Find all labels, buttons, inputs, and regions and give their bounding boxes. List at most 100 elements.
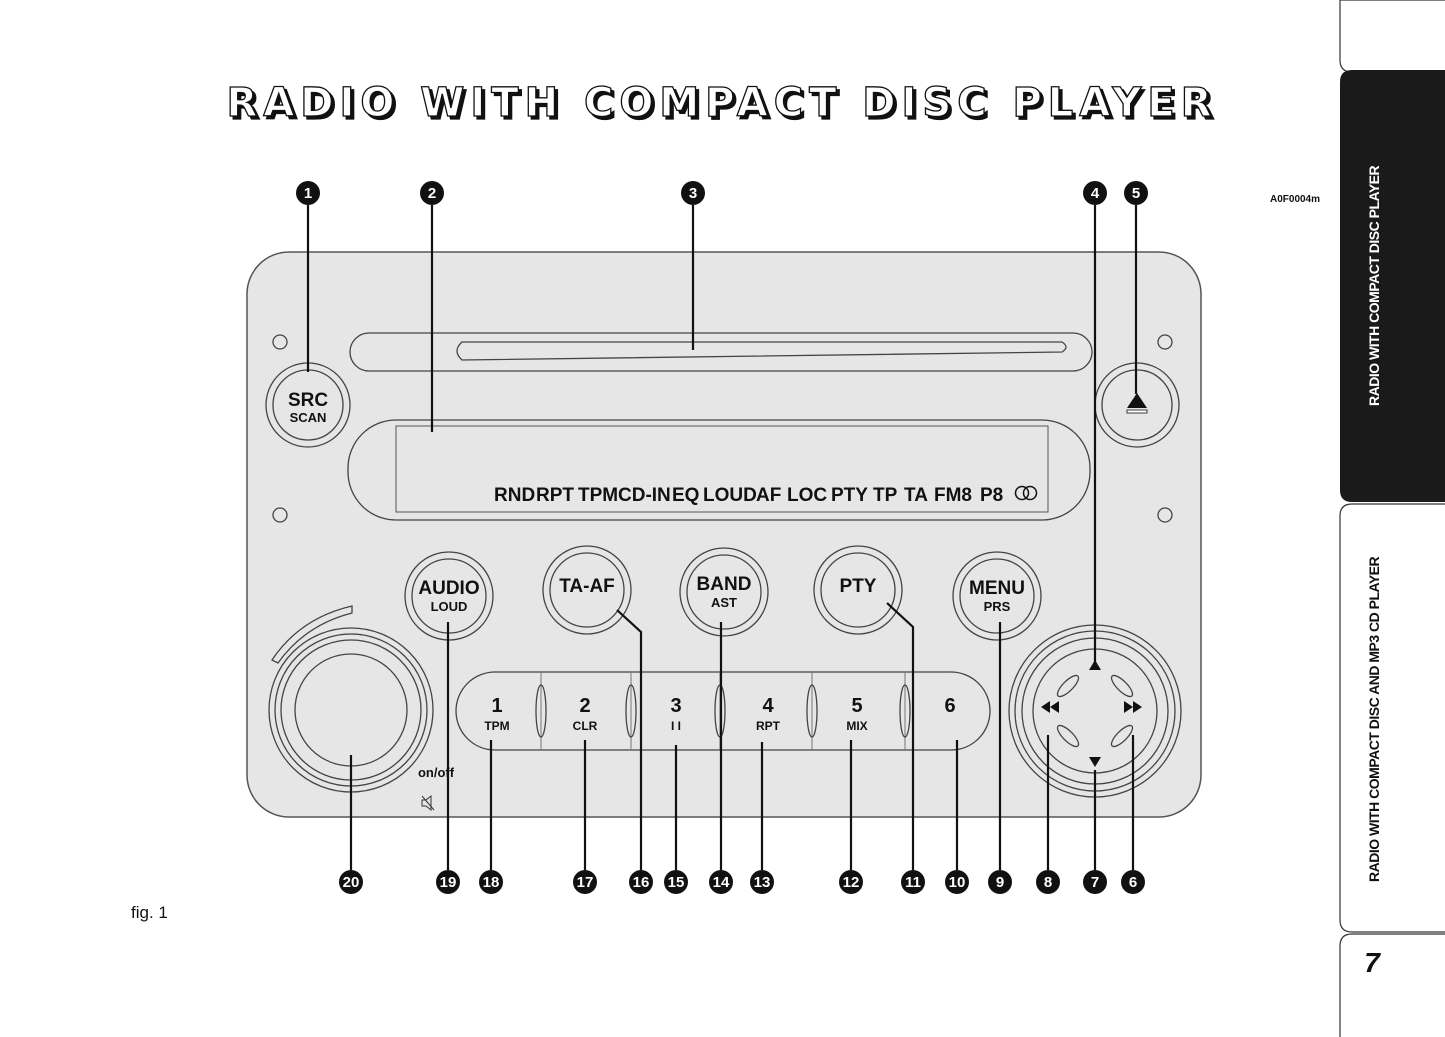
display-indicator: EQ (672, 485, 699, 506)
callout-number: 5 (1132, 185, 1140, 202)
preset-sublabel: CLR (573, 719, 598, 733)
button-label: TA-AF (559, 576, 615, 597)
display-indicator: CD-IN (618, 485, 671, 506)
button-sublabel: LOUD (431, 599, 468, 614)
page-title: RADIO WITH COMPACT DISC PLAYER (227, 80, 1218, 126)
preset-button-3[interactable]: 3 I I (670, 695, 681, 733)
display-indicator: P8 (980, 485, 1003, 506)
preset-groove (899, 684, 911, 738)
preset-button-6[interactable]: 6 (944, 695, 955, 717)
callout-number: 8 (1044, 874, 1052, 891)
figure-caption: fig. 1 (131, 903, 168, 922)
callout-2: 2 (420, 181, 444, 205)
preset-number: 5 (851, 695, 862, 717)
button-sublabel: AST (711, 595, 737, 610)
preset-number: 4 (762, 695, 774, 717)
display-indicator: PTY (831, 485, 868, 506)
callout-19: 19 (436, 870, 460, 894)
display-indicator: RND (494, 485, 535, 506)
preset-number: 6 (944, 695, 955, 717)
callout-18: 18 (479, 870, 503, 894)
display-indicator: LOUD (703, 485, 757, 506)
preset-number: 2 (579, 695, 590, 717)
callout-number: 19 (440, 874, 457, 891)
preset-groove (625, 684, 637, 738)
button-label: PTY (840, 576, 877, 597)
scan-label: SCAN (290, 410, 327, 425)
callout-number: 20 (343, 874, 360, 891)
button-label: MENU (969, 578, 1025, 599)
callout-number: 9 (996, 874, 1004, 891)
callout-8: 8 (1036, 870, 1060, 894)
callout-17: 17 (573, 870, 597, 894)
callout-number: 1 (304, 185, 312, 202)
callout-3: 3 (681, 181, 705, 205)
faceplate (246, 251, 1202, 818)
eject-icon (1127, 393, 1147, 408)
side-tab-active[interactable] (1340, 70, 1445, 502)
display-indicator: AF (756, 485, 781, 506)
page-number: 7 (1364, 947, 1381, 978)
ta-af-button[interactable]: TA-AF (542, 545, 632, 635)
pty-button[interactable]: PTY (813, 545, 903, 635)
display-indicator: TP (873, 485, 898, 506)
preset-sublabel: I I (671, 719, 681, 733)
nav-groove (1110, 674, 1134, 698)
preset-number: 3 (670, 695, 681, 717)
display-indicator: LOC (787, 485, 827, 506)
arrow-down-icon[interactable] (1089, 757, 1101, 767)
cd-slot-bezel (349, 332, 1093, 372)
callout-20: 20 (339, 870, 363, 894)
callout-number: 17 (577, 874, 594, 891)
preset-bar (455, 671, 991, 751)
rewind-icon[interactable] (1041, 701, 1059, 713)
callout-number: 12 (843, 874, 860, 891)
screw-hole (1157, 334, 1173, 350)
side-tabs: RADIO WITH COMPACT DISC PLAYER RADIO WIT… (1339, 0, 1445, 1037)
callout-13: 13 (750, 870, 774, 894)
callout-number: 6 (1129, 874, 1137, 891)
side-tab-mp3[interactable] (1339, 503, 1445, 933)
callout-number: 18 (483, 874, 500, 891)
preset-groove (806, 684, 818, 738)
callout-number: 4 (1091, 185, 1100, 202)
side-tab-active-label: RADIO WITH COMPACT DISC PLAYER (1366, 165, 1382, 406)
button-sublabel: PRS (984, 599, 1011, 614)
arrow-up-icon[interactable] (1089, 660, 1101, 670)
callout-number: 16 (633, 874, 650, 891)
display-indicator: TPM (578, 485, 618, 506)
callout-10: 10 (945, 870, 969, 894)
nav-groove (1110, 724, 1134, 748)
display-indicator: FM8 (934, 485, 972, 506)
page-number-tab (1339, 933, 1445, 1037)
callout-1: 1 (296, 181, 320, 205)
display-indicator: RPT (536, 485, 574, 506)
callout-number: 11 (905, 874, 921, 891)
callout-number: 14 (713, 874, 730, 891)
callout-6: 6 (1121, 870, 1145, 894)
callout-number: 13 (754, 874, 771, 891)
nav-groove (1056, 724, 1080, 748)
callout-14: 14 (709, 870, 733, 894)
fast-forward-icon[interactable] (1124, 701, 1142, 713)
cd-slot[interactable] (456, 341, 1067, 361)
side-tab-blank (1339, 0, 1445, 73)
nav-groove (1056, 674, 1080, 698)
display (395, 425, 1049, 513)
src-label: SRC (288, 390, 328, 411)
stereo-icon (1014, 485, 1038, 501)
preset-groove (535, 684, 547, 738)
callout-9: 9 (988, 870, 1012, 894)
callout-15: 15 (664, 870, 688, 894)
